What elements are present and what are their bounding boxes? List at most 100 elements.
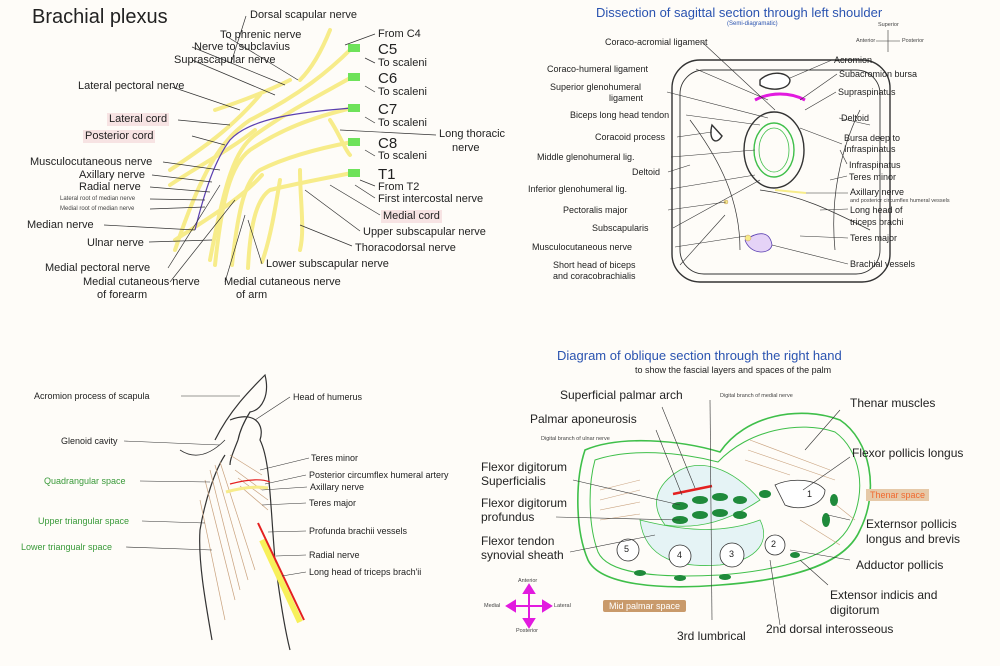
root-markers (348, 44, 360, 177)
label-palmar-apo: Palmar aponeurosis (530, 412, 637, 426)
label-root-c8: C8 (378, 135, 398, 152)
label-upper-subscap: Upper subscapular nerve (363, 226, 486, 238)
brachial-plexus-title: Brachial plexus (32, 6, 168, 28)
label-subacromion-bursa: Subacromion bursa (839, 69, 918, 79)
label-axillary-small: and posterior circumflex humeral vessels (850, 198, 950, 204)
label-to-phrenic: To phrenic nerve (220, 29, 302, 41)
label-deltoid-right: Deltoid (841, 113, 870, 123)
label-long-thoracic-1: Long thoracic (439, 128, 506, 140)
label-root-t1: T1 (378, 166, 396, 183)
orient-posterior: Posterior (902, 38, 925, 44)
label-fts-2: synovial sheath (481, 548, 564, 562)
shoulder-orientation-cross (876, 30, 900, 52)
label-mid-palmar-space: Mid palmar space (603, 600, 687, 613)
label-sup-gleno-2: ligament (609, 93, 644, 103)
label-inf-gleno: Inferior glenohumeral lig. (528, 184, 628, 194)
long-head-triceps-yellow (259, 538, 303, 624)
label-digit-5: 5 (624, 544, 630, 554)
label-acromion-process: Acromion process of scapula (34, 391, 150, 401)
label-teres-major-post: Teres major (309, 498, 357, 508)
shoulder-section-drawing (671, 59, 891, 283)
label-lateral-cord: Lateral cord (107, 113, 170, 126)
label-sup-palmar-arch: Superficial palmar arch (560, 388, 683, 402)
label-musculocutaneous: Musculocutaneous nerve (30, 156, 153, 168)
label-epl-2: longus and brevis (866, 532, 961, 546)
label-sup-gleno-1: Superior glenohumeral (550, 82, 642, 92)
hand-subtitle: to show the fascial layers and spaces of… (635, 365, 832, 375)
label-lower-triangular: Lower triangualr space (21, 542, 113, 552)
label-axillary-post: Axillary nerve (310, 482, 365, 492)
label-coraco-acromial: Coraco-acromial ligament (605, 37, 708, 47)
label-short-biceps-1: Short head of biceps (553, 260, 636, 270)
label-long-triceps-post: Long head of triceps brach'ii (309, 567, 422, 577)
label-biceps-tendon: Biceps long head tendon (570, 110, 670, 120)
shoulder-leader-lines (666, 41, 871, 266)
label-head-humerus: Head of humerus (293, 392, 363, 402)
label-digital-median: Digital branch of medial nerve (720, 393, 793, 399)
label-bursa-2: Infraspinatus (844, 144, 896, 154)
label-digital-ulnar: Digital branch of ulnar nerve (541, 436, 610, 442)
label-eid-1: Extensor indicis and (830, 588, 938, 602)
label-radial: Radial nerve (79, 181, 141, 193)
label-brachial-vessels: Brachial vessels (850, 259, 916, 269)
label-posterior-cord: Posterior cord (83, 130, 156, 143)
label-medial-pectoral: Medial pectoral nerve (45, 262, 151, 274)
label-short-biceps-2: and coracobrachialis (553, 271, 636, 281)
compass-posterior: Posterior (516, 628, 539, 634)
label-fdp-2: profundus (481, 510, 535, 524)
label-acromion: Acromion (834, 55, 873, 65)
label-medial-root-median: Medial root of median nerve (60, 206, 135, 212)
label-mid-gleno: Middle glenohumeral lig. (537, 152, 635, 162)
radial-nerve-red (257, 522, 305, 621)
cord-purple-line (194, 107, 353, 231)
compass-lateral: Lateral (554, 603, 571, 609)
label-radial-post: Radial nerve (309, 550, 360, 560)
label-upper-triangular: Upper triangular space (38, 516, 130, 526)
circumflex-artery-red (229, 479, 271, 485)
label-thenar-space: Thenar space (866, 489, 930, 502)
posterior-muscle-hatching (199, 454, 269, 621)
hand-title: Diagram of oblique section through the r… (557, 348, 842, 363)
label-glenoid: Glenoid cavity (61, 436, 118, 446)
label-suprascapular: Suprascapular nerve (174, 54, 276, 66)
brachial-leader-lines (103, 15, 437, 283)
label-to-scaleni-c5: To scaleni (378, 57, 427, 69)
label-adductor: Adductor pollicis (856, 558, 944, 572)
label-long-triceps-1: Long head of (850, 205, 903, 215)
label-coracoid: Coracoid process (595, 132, 666, 142)
label-quadrangular-space: Quadrangular space (44, 476, 126, 486)
label-med-cut-forearm-2: of forearm (97, 289, 148, 301)
label-epl-1: Externsor pollicis (866, 517, 957, 531)
label-fts-1: Flexor tendon (481, 534, 555, 548)
label-post-circumflex: Posterior circumflex humeral artery (309, 470, 449, 480)
compass-medial: Medial (484, 603, 501, 609)
label-dorsal-scapular: Dorsal scapular nerve (250, 9, 357, 21)
shoulder-subtitle: (Semi-diagramatic) (727, 21, 778, 27)
label-fds-1: Flexor digitorum (481, 460, 568, 474)
label-long-thoracic-2: nerve (452, 142, 480, 154)
label-from-t2: From T2 (378, 181, 420, 193)
label-root-c5: C5 (378, 41, 398, 58)
label-root-c7: C7 (378, 101, 398, 118)
label-musculocutaneous-shoulder: Musculocutaneous nerve (532, 242, 633, 252)
label-lateral-pectoral: Lateral pectoral nerve (78, 80, 185, 92)
brachial-plexus-drawing (168, 28, 354, 270)
label-digit-4: 4 (677, 550, 683, 560)
label-to-scaleni-c6: To scaleni (378, 86, 427, 98)
label-thenar-muscles: Thenar muscles (850, 396, 936, 410)
label-ulnar: Ulnar nerve (87, 237, 144, 249)
label-long-triceps-2: triceps brachi (850, 217, 904, 227)
label-root-c6: C6 (378, 70, 398, 87)
label-infraspinatus: Infraspinatus (849, 160, 901, 170)
label-supraspinatus: Supraspinatus (838, 87, 896, 97)
label-dorsal-interosseous: 2nd dorsal interosseous (766, 622, 894, 636)
hand-section-drawing (577, 412, 872, 588)
label-nerve-subclavius: Nerve to subclavius (194, 41, 290, 53)
label-med-cut-arm-1: Medial cutaneous nerve (224, 276, 341, 288)
label-bursa-1: Bursa deep to (844, 133, 901, 143)
hand-leader-lines (555, 399, 851, 626)
hand-muscle-hatching (599, 439, 856, 546)
label-digit-2: 2 (771, 539, 777, 549)
